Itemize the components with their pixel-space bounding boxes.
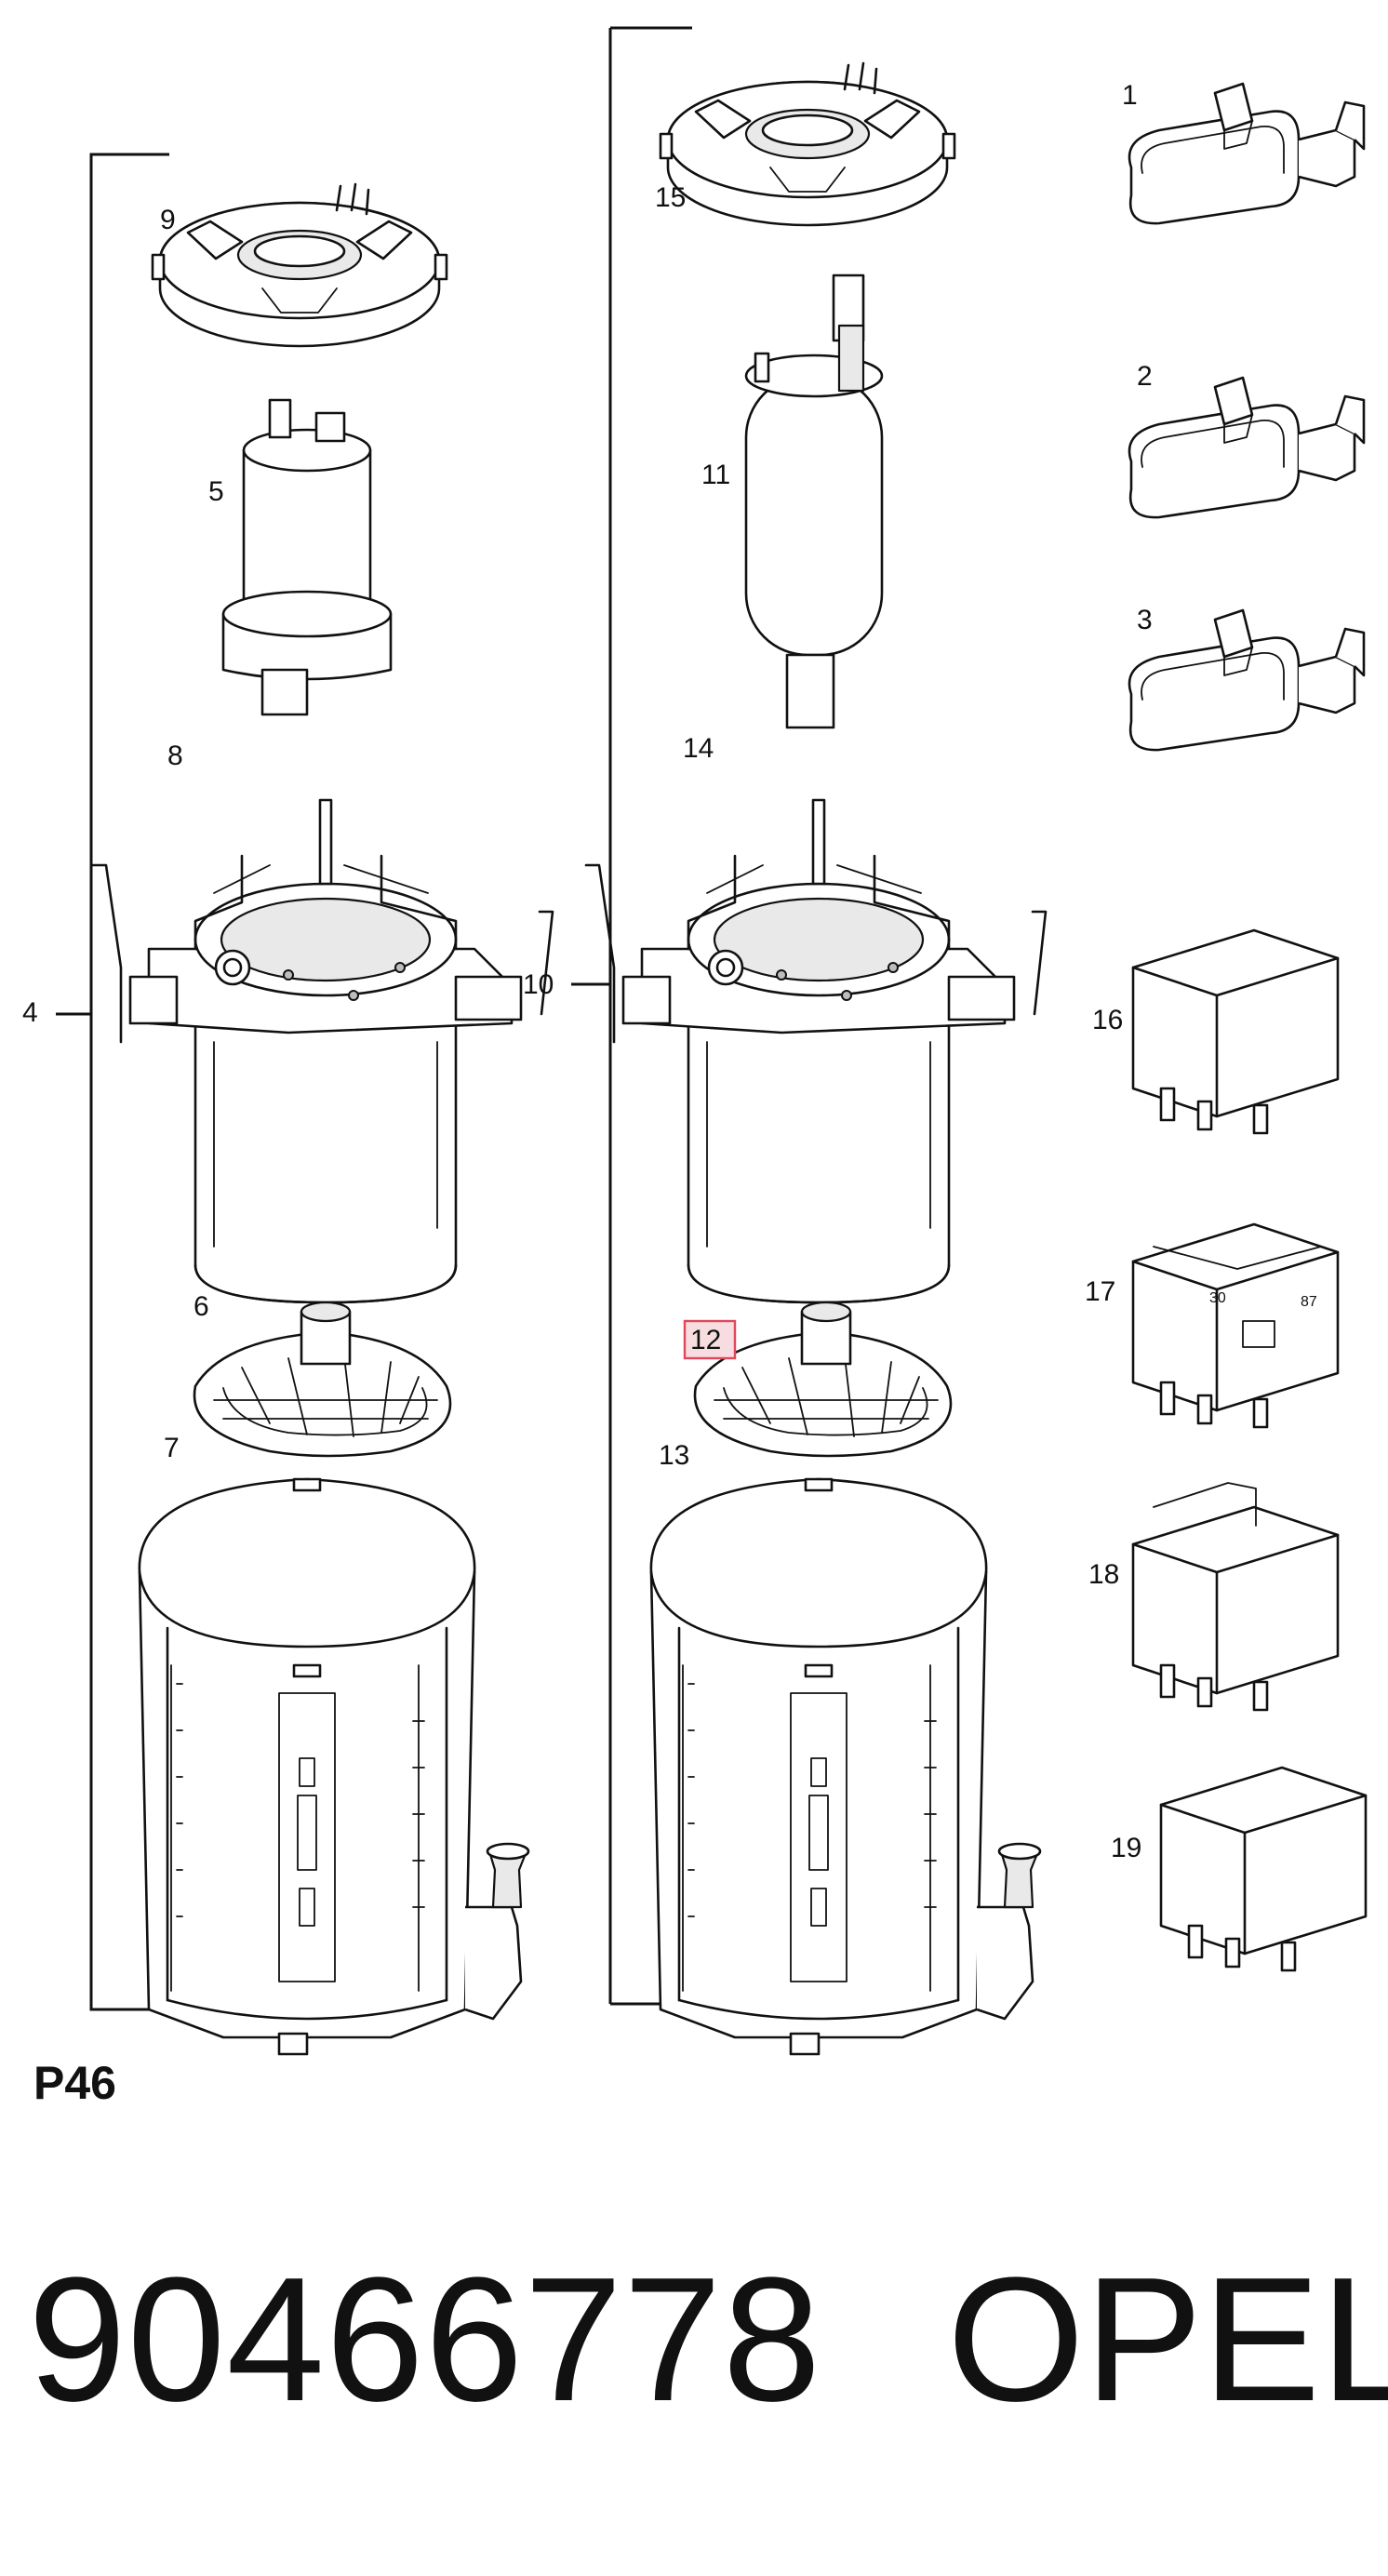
connector-1 xyxy=(1128,82,1366,225)
callout-17: 17 xyxy=(1085,1276,1115,1307)
fuel-pump-11 xyxy=(744,274,884,729)
callout-14: 14 xyxy=(683,733,714,764)
relay-16 xyxy=(1131,928,1340,1135)
retaining-ring-15 xyxy=(659,61,956,227)
highlight-box-12 xyxy=(683,1319,737,1360)
svg-text:87: 87 xyxy=(1301,1294,1317,1310)
callout-3: 3 xyxy=(1137,605,1153,635)
callout-8: 8 xyxy=(167,741,183,771)
relay-17: 30 87 xyxy=(1131,1222,1340,1429)
pump-housing-8 xyxy=(91,798,554,1304)
pump-housing-14 xyxy=(584,798,1048,1304)
callout-2: 2 xyxy=(1137,361,1153,392)
brand-name: OPEL xyxy=(947,2241,1388,2438)
svg-text:30: 30 xyxy=(1209,1290,1226,1306)
reservoir-7 xyxy=(138,1477,530,2056)
callout-4: 4 xyxy=(22,997,38,1028)
callout-15: 15 xyxy=(655,182,686,213)
callout-11: 11 xyxy=(701,460,730,490)
connector-2 xyxy=(1128,376,1366,519)
callout-12: 12 xyxy=(690,1325,721,1355)
connector-3 xyxy=(1128,608,1366,752)
callout-18: 18 xyxy=(1088,1559,1119,1590)
callout-1: 1 xyxy=(1122,80,1138,111)
page-code: P46 xyxy=(33,2057,116,2109)
relay-18 xyxy=(1131,1482,1340,1712)
callout-10: 10 xyxy=(523,969,554,1000)
callout-7: 7 xyxy=(164,1433,180,1463)
fuel-pump-5 xyxy=(221,398,393,716)
callout-19: 19 xyxy=(1111,1833,1141,1863)
retaining-ring-9 xyxy=(151,182,448,348)
callout-5: 5 xyxy=(208,476,224,507)
part-number: 90466778 xyxy=(28,2241,822,2438)
callout-9: 9 xyxy=(160,205,176,235)
reservoir-13 xyxy=(649,1477,1042,2056)
callout-16: 16 xyxy=(1092,1005,1123,1035)
filter-6 xyxy=(193,1301,452,1458)
relay-19 xyxy=(1159,1766,1368,1972)
callout-6: 6 xyxy=(194,1291,209,1322)
callout-13: 13 xyxy=(659,1440,689,1471)
